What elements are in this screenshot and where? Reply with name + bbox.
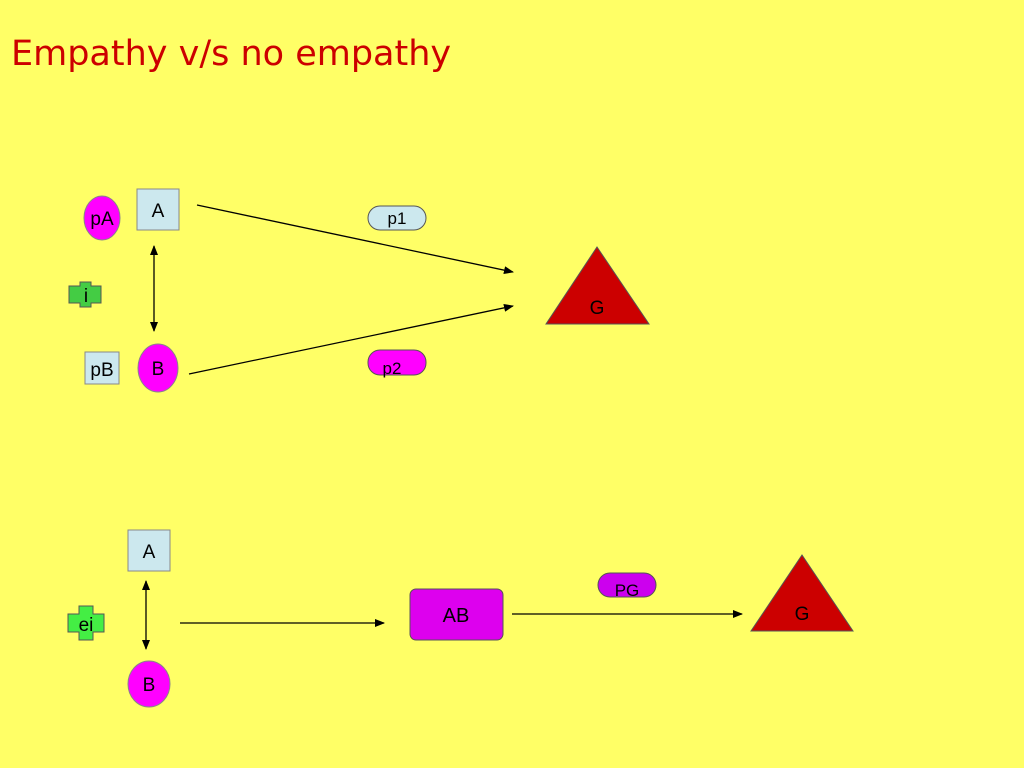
i-label: i (84, 286, 88, 307)
A-label-top: A (152, 201, 165, 222)
A-node-bottom: A (127, 529, 171, 572)
pA-node: pA (83, 195, 121, 241)
A-to-G-arrow (196, 204, 514, 275)
p2-label: p2 (383, 359, 402, 378)
page-title: Empathy v/s no empathy (11, 34, 452, 74)
p2-node: p2 (367, 349, 427, 378)
G-label-top: G (590, 298, 605, 319)
G-node-bottom: G (750, 554, 854, 632)
B-node-top: B (137, 343, 179, 393)
i-node: i (68, 281, 102, 308)
AB-label: AB (443, 605, 470, 627)
B-label-bottom: B (143, 675, 156, 696)
bottom-diagram: A ei B AB (67, 529, 854, 708)
pB-node: pB (84, 351, 120, 385)
PG-label: PG (615, 581, 640, 600)
G-node-top: G (545, 246, 650, 325)
PG-node: PG (597, 572, 657, 600)
p1-label: p1 (388, 209, 407, 228)
A-node-top: A (136, 188, 180, 231)
ei-label: ei (79, 615, 94, 636)
B-label-top: B (152, 359, 165, 380)
G-label-bottom: G (795, 604, 810, 625)
pA-label: pA (90, 209, 114, 230)
pB-label: pB (90, 360, 113, 381)
B-to-G-arrow (188, 303, 514, 375)
top-diagram: pA A i pB B (68, 188, 650, 393)
p1-node: p1 (367, 205, 427, 231)
B-node-bottom: B (127, 660, 171, 708)
ei-node: ei (67, 605, 105, 641)
A-label-bottom: A (143, 542, 156, 563)
AB-node: AB (409, 588, 504, 641)
